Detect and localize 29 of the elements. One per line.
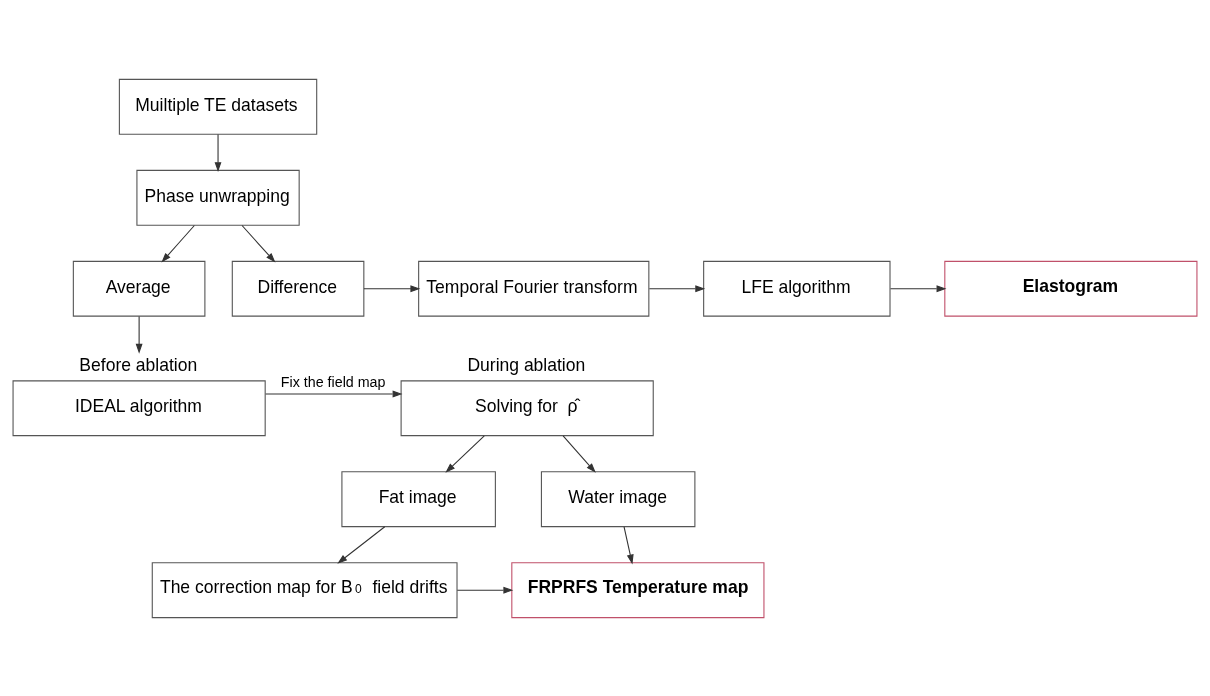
node-box: Solving for ρ̂ — [400, 379, 654, 436]
arrow — [241, 224, 276, 263]
arrow — [562, 434, 596, 473]
node-box: Water image — [540, 470, 696, 527]
node-label: Before ablation — [79, 354, 198, 375]
node-box: The correction map for B0 field drifts — [151, 561, 458, 618]
node-box: Fat image — [341, 470, 496, 527]
node-label: During ablation — [467, 354, 586, 375]
arrow — [337, 525, 386, 564]
node-box: Phase unwrapping — [136, 169, 300, 226]
arrow — [648, 284, 706, 292]
node-box: LFE algorithm — [703, 260, 891, 317]
node-box: Elastogram — [944, 260, 1198, 317]
arrow — [265, 390, 403, 397]
arrow — [214, 133, 222, 172]
node-box: Muiltiple TE datasets — [118, 78, 318, 135]
arrow — [363, 284, 421, 292]
node-box: Difference — [231, 260, 365, 317]
node-box: Average — [72, 260, 206, 317]
arrow — [445, 434, 485, 473]
edge-label: Fix the field map — [280, 373, 386, 390]
node-box: Temporal Fourier transform — [418, 260, 650, 317]
arrow — [889, 284, 947, 292]
arrow — [623, 525, 634, 564]
node-box: FRPRFS Temperature map — [511, 561, 765, 618]
arrow — [456, 586, 514, 594]
arrow — [135, 315, 143, 354]
arrow — [161, 224, 195, 263]
node-box: IDEAL algorithm — [12, 379, 266, 436]
